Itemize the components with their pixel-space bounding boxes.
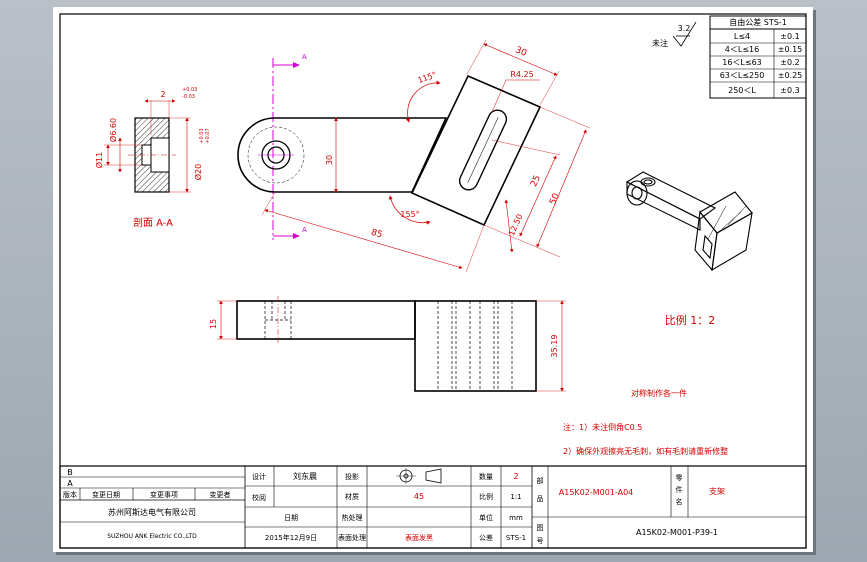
dim-phi660: Ø6.60 [108,118,118,142]
dim-30-top: 30 [514,45,529,59]
tol-value-3: ±0.2 [780,58,799,67]
tol-value-2: ±0.15 [778,45,803,54]
tb-qty-label: 数量 [479,472,493,481]
tb-scale-label: 比例 [479,492,493,501]
dim-phi20: Ø20 [193,164,203,180]
dim-30-side: 30 [325,155,334,165]
section-mark-bottom: A [302,226,307,234]
tb-part-no: A15K02-M001-A04 [559,488,634,497]
tb-material: 45 [414,492,424,501]
dim-angle-155: 155° [400,210,419,219]
tb-projection-label: 投影 [345,472,359,481]
tb-designer: 刘东晨 [293,471,317,481]
tb-part-name-label-3: 名 [676,497,683,506]
tb-std: STS-1 [506,534,526,542]
roughness-value: 3.2 [678,24,691,33]
dim-depth2-tol-lower: -0.03 [182,94,195,100]
tol-range-3: 16＜L≤63 [722,58,762,67]
tolerance-header: 自由公差 STS-1 [729,17,787,27]
section-label: 剖面 A-A [133,216,173,229]
dim-phi20-tol-lower: +0.07 [205,128,211,143]
top-view: A A 30 115° 30 R4.25 155° [237,39,591,273]
tb-part-name-label-2: 件 [676,485,683,494]
roughness-symbol: 3.2 未注 [652,21,697,48]
dim-35-19: 35.19 [550,335,559,358]
qty-note: 对称制作各一件 [631,388,687,398]
dim-25: 25 [529,174,543,189]
title-block [59,465,807,549]
tb-hdr-change-item: 变更事项 [150,490,178,499]
dim-phi11: Ø11 [94,152,104,168]
roughness-label: 未注 [652,38,668,48]
tb-hdr-change-date: 变更日期 [92,490,120,499]
tb-company-cn: 苏州阿斯达电气有限公司 [108,507,196,517]
tb-hdr-changer: 变更者 [210,490,231,499]
dim-15: 15 [209,319,218,329]
dim-depth2: 2 [160,90,165,99]
tol-value-5: ±0.3 [780,86,799,95]
tb-drawing-no-label-1: 图 [537,524,544,532]
tb-drawing-no-label-2: 号 [537,537,544,545]
tb-material-label: 材质 [345,492,359,501]
dim-depth2-tol-upper: +0.03 [182,87,197,93]
tb-designer-label: 设计 [252,472,266,481]
tol-value-4: ±0.25 [778,71,803,80]
dim-50: 50 [548,192,562,207]
tb-part-name: 支架 [709,486,725,496]
dim-12-50: 12.50 [507,213,525,238]
tb-drawing-no: A15K02-M001-P39-1 [636,528,718,537]
isometric-view [625,171,753,272]
note-1: 注：1）未注倒角C0.5 [563,422,642,432]
tb-unit-label: 单位 [479,513,493,522]
tb-part-name-label-1: 零 [676,474,683,482]
note-2: 2）确保外观擦亮无毛刺，如有毛刺请重新修整 [563,446,728,456]
tb-checker-label: 校阅 [252,493,266,502]
tb-part-no-label-1: 部 [537,476,544,485]
dim-85: 85 [370,228,384,241]
tb-surface: 表面发黑 [405,533,433,542]
section-view-aa: Ø11 Ø6.60 Ø20 +0.03 +0.07 2 +0.03 -0.03 … [94,87,211,229]
scale-note: 比例 1：2 [665,313,716,327]
tb-surface-label: 表面处理 [338,533,366,542]
tb-date: 2015年12月9日 [265,533,317,542]
tol-range-2: 4＜L≤16 [725,45,759,54]
tb-rev-a: A [67,479,73,488]
section-mark-top: A [302,53,307,61]
dim-r425: R4.25 [510,70,533,79]
tolerance-table: 自由公差 STS-1 L≤4 ±0.1 4＜L≤16 ±0.15 16＜L≤63… [709,15,807,99]
tb-scale: 1:1 [510,493,521,501]
tol-range-4: 63＜L≤250 [720,71,765,80]
tb-hdr-version: 版本 [63,490,77,499]
tb-qty: 2 [513,472,518,481]
tb-std-label: 公差 [479,533,493,542]
tol-value-1: ±0.1 [780,32,799,41]
tb-rev-b: B [67,468,73,477]
tb-company-en: SUZHOU ANK Electric CO.,LTD [107,533,197,540]
tb-heat-label: 热处理 [342,513,363,522]
drawing-frame [59,13,807,549]
tb-date-label: 日期 [284,514,298,522]
tol-range-1: L≤4 [734,32,750,41]
dim-phi20-tol-upper: +0.03 [199,128,205,143]
title-block-text: B A 版本 变更日期 变更事项 变更者 苏州阿斯达电气有限公司 SUZHOU … [63,468,725,545]
tol-range-5: 250＜L [728,86,756,95]
tb-part-no-label-2: 品 [537,495,544,503]
tb-unit: mm [509,514,523,522]
front-view: 15 35.19 [209,296,566,392]
